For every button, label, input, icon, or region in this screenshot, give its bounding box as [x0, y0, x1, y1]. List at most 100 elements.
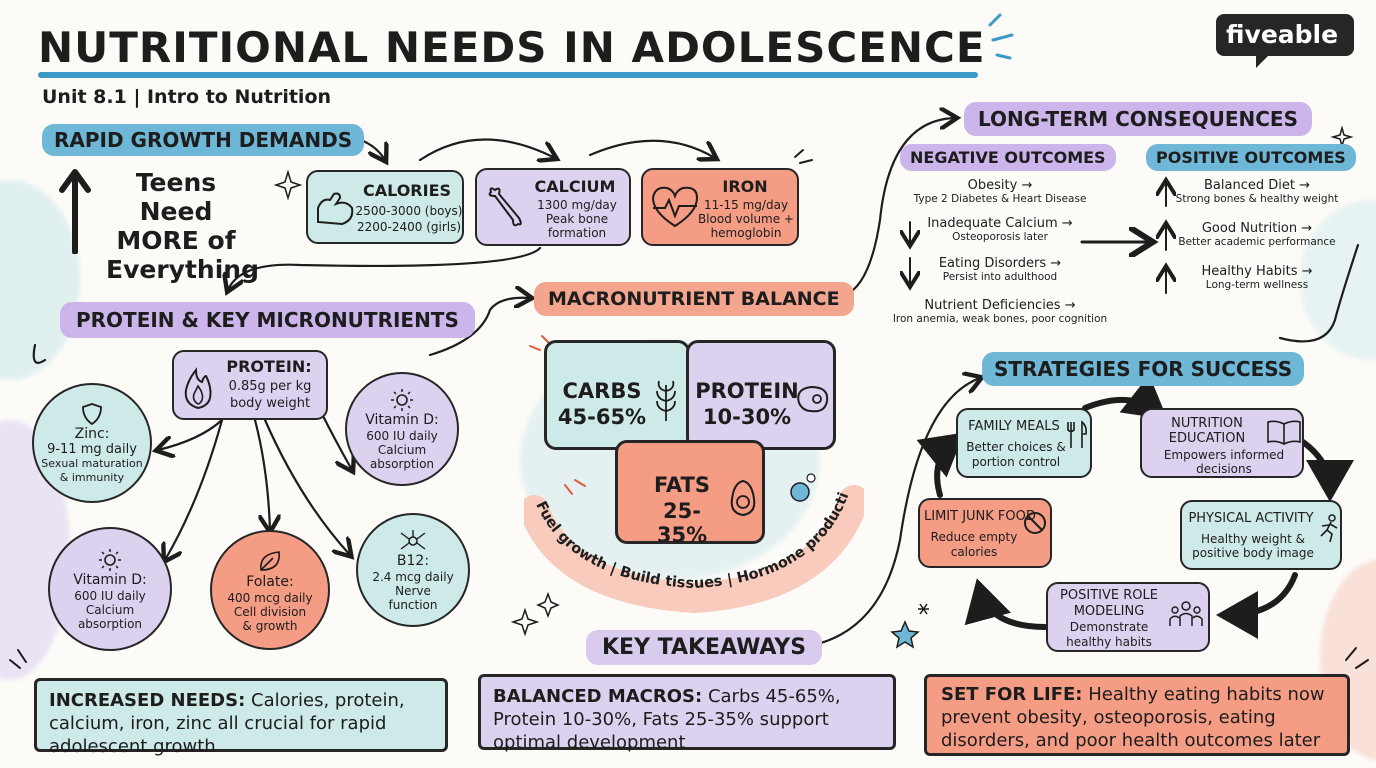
protein-line2: body weight: [229, 396, 311, 411]
iron-line3: hemoglobin: [710, 226, 782, 240]
junk-line1: Reduce empty: [930, 530, 1018, 544]
negative-outcomes-list: Obesity → Type 2 Diabetes & Heart Diseas…: [890, 178, 1110, 334]
avocado-icon: [730, 479, 756, 517]
folate-line3: & growth: [242, 618, 298, 633]
takeaway-increased-needs: INCREASED NEEDS: Calories, protein, calc…: [34, 678, 448, 757]
teens-line1: Teens Need: [135, 168, 217, 226]
zinc-line2: Sexual maturation: [41, 456, 143, 470]
negative-item-desc: Iron anemia, weak bones, poor cognition: [892, 313, 1108, 325]
positive-item: Good Nutrition → Better academic perform…: [1172, 221, 1342, 264]
family-meals-card: FAMILY MEALS Better choices & portion co…: [956, 408, 1092, 478]
negative-item: Inadequate Calcium → Osteoporosis later: [890, 216, 1110, 256]
logo-text: fiveable: [1226, 20, 1339, 49]
teens-line2: MORE of: [116, 226, 236, 255]
leaf-icon: [260, 550, 280, 571]
iron-card: IRON 11-15 mg/day Blood volume + hemoglo…: [641, 168, 799, 246]
positive-item: Balanced Diet → Strong bones & healthy w…: [1172, 178, 1342, 221]
macro-banner: Fuel growth | Build tissues | Hormone pr…: [524, 470, 864, 620]
activity-title: PHYSICAL ACTIVITY: [1188, 511, 1314, 526]
micro-heading: PROTEIN & KEY MICRONUTRIENTS: [60, 302, 475, 338]
fats-title: FATS: [653, 473, 710, 497]
macro-protein-value: 10-30%: [702, 405, 792, 429]
vitd-top-line2: Calcium: [377, 442, 427, 457]
zinc-line3: & immunity: [59, 470, 125, 484]
calcium-card: CALCIUM 1300 mg/day Peak bone formation: [475, 168, 631, 246]
fats-value: 25-35%: [656, 499, 708, 547]
carbs-card: CARBS 45-65%: [544, 340, 690, 450]
folate-line2: Cell division: [233, 604, 307, 619]
teens-need-text: Teens Need MORE of Everything: [106, 168, 259, 284]
junk-line2: calories: [950, 545, 998, 559]
teens-line3: Everything: [106, 255, 259, 284]
education-title: NUTRITION: [1171, 416, 1243, 431]
vitd-bottom-title: Vitamin D:: [73, 571, 147, 588]
calcium-line1: 1300 mg/day: [537, 198, 617, 212]
vitd-top-line1: 600 IU daily: [366, 428, 438, 443]
wheat-icon: [656, 380, 676, 421]
role-line2: healthy habits: [1066, 635, 1152, 649]
nutrition-education-card: NUTRITION EDUCATION Empowers informed de…: [1140, 408, 1304, 478]
carbs-title: CARBS: [562, 379, 642, 403]
consequences-heading: LONG-TERM CONSEQUENCES: [964, 102, 1312, 136]
folate-circle: Folate: 400 mcg daily Cell division & gr…: [210, 530, 330, 650]
calories-card: CALORIES 2500-3000 (boys) 2200-2400 (gir…: [306, 170, 464, 244]
vitd-bottom-line3: absorption: [77, 616, 143, 631]
education-line1: Empowers informed: [1163, 448, 1285, 462]
macro-protein-card: PROTEIN 10-30%: [686, 340, 836, 450]
calories-line2: 2200-2400 (girls): [356, 220, 462, 234]
fiveable-logo: fiveable: [1216, 14, 1354, 68]
sun-icon: [99, 548, 121, 571]
logo-tail: [1256, 54, 1270, 68]
macro-protein-title: PROTEIN: [695, 379, 799, 403]
positive-heading: POSITIVE OUTCOMES: [1146, 144, 1356, 171]
b12-circle: B12: 2.4 mcg daily Nerve function: [356, 513, 470, 627]
title-underline: [38, 72, 978, 78]
calcium-line2: Peak bone: [545, 212, 609, 226]
activity-line2: positive body image: [1192, 546, 1314, 560]
negative-item: Nutrient Deficiencies → Iron anemia, wea…: [890, 298, 1110, 334]
positive-item-title: Good Nutrition →: [1201, 221, 1313, 236]
b12-line2: Nerve: [395, 583, 431, 598]
macro-heading: MACRONUTRIENT BALANCE: [534, 282, 854, 316]
role-title: POSITIVE ROLE: [1060, 588, 1158, 603]
positive-item-desc: Better academic performance: [1178, 236, 1336, 248]
zinc-circle: Zinc: 9-11 mg daily Sexual maturation & …: [32, 383, 152, 503]
carbs-value: 45-65%: [557, 405, 647, 429]
protein-title: PROTEIN:: [226, 357, 312, 376]
education-line2: decisions: [1196, 462, 1252, 476]
flame-icon: [184, 367, 212, 410]
bone-icon: [488, 187, 522, 227]
page-title: NUTRITIONAL NEEDS IN ADOLESCENCE: [38, 23, 986, 72]
vitd-bottom-line2: Calcium: [85, 602, 135, 617]
folate-title: Folate:: [246, 573, 294, 590]
shield-icon: [82, 402, 102, 425]
family-line1: Better choices &: [966, 440, 1066, 454]
calcium-title: CALCIUM: [534, 177, 616, 196]
b12-line1: 2.4 mcg daily: [372, 569, 454, 584]
education-title2: EDUCATION: [1168, 431, 1246, 446]
neuron-icon: [400, 529, 426, 550]
negative-item-desc: Osteoporosis later: [952, 231, 1048, 243]
negative-item-title: Eating Disorders →: [938, 256, 1062, 271]
growth-heading: RAPID GROWTH DEMANDS: [42, 124, 365, 156]
group-icon: [1169, 601, 1203, 626]
zinc-title: Zinc:: [74, 425, 110, 442]
protein-line1: 0.85g per kg: [228, 379, 312, 394]
takeaway-set-for-life: SET FOR LIFE: Healthy eating habits now …: [924, 674, 1350, 756]
negative-item: Eating Disorders → Persist into adulthoo…: [890, 256, 1110, 298]
positive-outcomes-list: Balanced Diet → Strong bones & healthy w…: [1172, 178, 1342, 307]
negative-item-title: Nutrient Deficiencies →: [924, 298, 1076, 313]
negative-item-title: Obesity →: [967, 178, 1033, 193]
role-line1: Demonstrate: [1069, 620, 1149, 634]
vitamin-d-bottom-circle: Vitamin D: 600 IU daily Calcium absorpti…: [48, 527, 172, 651]
negative-heading: NEGATIVE OUTCOMES: [900, 144, 1116, 171]
protein-card: PROTEIN: 0.85g per kg body weight: [172, 350, 328, 420]
iron-line2: Blood volume +: [697, 212, 794, 226]
family-line2: portion control: [971, 455, 1061, 469]
takeaway-text: Calories, protein, calcium, iron, zinc a…: [49, 690, 405, 757]
iron-line1: 11-15 mg/day: [703, 198, 789, 212]
role-title2: MODELING: [1073, 604, 1145, 619]
flexed-arm-icon: [317, 192, 354, 226]
positive-item-desc: Long-term wellness: [1205, 279, 1309, 291]
